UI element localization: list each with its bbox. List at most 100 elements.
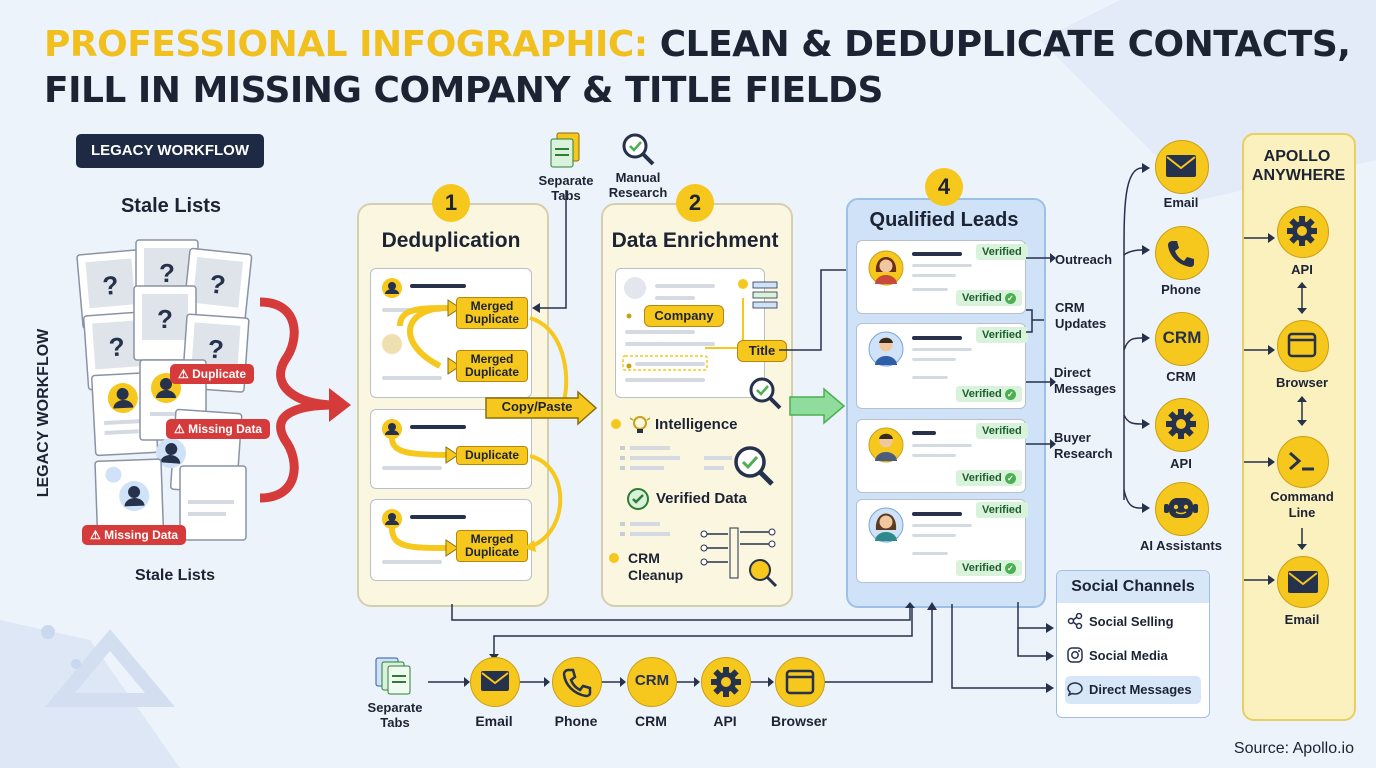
verified-badge-2b: Verified ✓ <box>956 386 1022 402</box>
apollo-browser-circle[interactable] <box>1277 320 1329 372</box>
bottom-browser-circle[interactable] <box>775 657 825 707</box>
title-highlight: PROFESSIONAL INFOGRAPHIC: <box>44 24 648 65</box>
ai-assistant-icon <box>1164 498 1198 518</box>
duplicate-tag: ⚠ Duplicate <box>170 364 255 384</box>
gear-icon <box>1287 216 1317 246</box>
bottom-crm-label: CRM <box>635 713 667 729</box>
svg-text:?: ? <box>101 270 119 301</box>
bottom-flow-connectors <box>428 602 937 687</box>
separate-tabs-icon <box>550 132 580 168</box>
crm-cleanup-dot <box>609 553 619 563</box>
copy-paste-arrow <box>485 390 598 426</box>
channel-phone-label: Phone <box>1161 282 1201 297</box>
verify-search-icon <box>749 377 782 410</box>
intelligence-data-lines <box>620 446 732 470</box>
svg-text:?: ? <box>157 304 173 334</box>
gear-icon <box>1166 409 1196 439</box>
chat-bubble-icon <box>1067 682 1083 697</box>
channel-crm-circle[interactable] <box>1155 312 1209 366</box>
step-1-number: 1 <box>432 184 470 222</box>
social-channels-box: Social Channels Social Selling Social Me… <box>1056 570 1210 718</box>
crm-cleanup-label: CRM Cleanup <box>628 550 684 583</box>
verified-badge-3a: Verified <box>976 423 1028 439</box>
legacy-vertical-label: LEGACY WORKFLOW <box>35 328 52 498</box>
merged-duplicate-pill-3: Merged Duplicate <box>456 530 528 562</box>
title-line1-rest: CLEAN & DEDUPLICATE CONTACTS, <box>659 24 1351 65</box>
verified-badge-4b-text: Verified <box>962 562 1002 574</box>
apollo-email-label: Email <box>1284 612 1320 627</box>
svg-text:?: ? <box>159 258 175 288</box>
verified-data-lines <box>620 522 670 536</box>
social-selling-item[interactable]: Social Selling <box>1065 608 1201 636</box>
red-merge-arrow <box>259 297 351 503</box>
flow-crm-updates-text: CRM Updates <box>1055 300 1107 331</box>
missing-data-tag-2: ⚠ Missing Data <box>82 525 187 545</box>
verified-badge-1b-text: Verified <box>962 292 1002 304</box>
deduplication-title: Deduplication <box>381 229 521 252</box>
direct-messages-item[interactable]: Direct Messages <box>1065 676 1201 704</box>
bottom-crm-circle[interactable] <box>627 657 677 707</box>
verified-badge-3b-text: Verified <box>962 472 1002 484</box>
flow-buyer-research-text: Buyer Research <box>1054 430 1113 461</box>
email-icon <box>1288 571 1318 593</box>
check-icon: ✓ <box>1004 389 1016 400</box>
manual-research-icon <box>622 133 655 166</box>
enrichment-search-icon <box>734 446 774 486</box>
qualified-leads-title: Qualified Leads <box>869 209 1019 231</box>
svg-text:?: ? <box>207 334 225 365</box>
legacy-workflow-badge: LEGACY WORKFLOW <box>76 134 264 168</box>
crm-icon: CRM <box>1162 328 1202 347</box>
separate-tabs-bottom-label: Separate Tabs <box>358 700 432 730</box>
share-icon <box>1067 612 1083 630</box>
copy-paste-label: Copy/Paste <box>501 399 573 414</box>
terminal-icon <box>1289 451 1314 471</box>
channel-phone-circle[interactable] <box>1155 226 1209 280</box>
phone-icon <box>1168 241 1194 267</box>
missing-data-tag-1: ⚠ Missing Data <box>166 419 271 439</box>
separate-tabs-bottom-text: Separate Tabs <box>367 700 423 730</box>
apollo-command-line-circle[interactable] <box>1277 436 1329 488</box>
missing-data-tag-1-text: Missing Data <box>188 422 263 436</box>
social-selling-text: Social Selling <box>1089 614 1174 629</box>
bottom-email-label: Email <box>475 713 513 729</box>
check-icon: ✓ <box>1004 563 1016 574</box>
verified-badge-4b: Verified ✓ <box>956 560 1022 576</box>
verified-badge-1b: Verified ✓ <box>956 290 1022 306</box>
channel-email-label: Email <box>1163 195 1199 210</box>
apollo-command-line-text: Command Line <box>1270 489 1334 520</box>
verified-badge-2a: Verified <box>976 327 1028 343</box>
step-2-number: 2 <box>676 184 714 222</box>
social-media-text: Social Media <box>1089 648 1168 663</box>
step-4-number: 4 <box>925 168 963 206</box>
flow-crm-updates: CRM Updates <box>1055 300 1115 332</box>
verified-badge-2b-text: Verified <box>962 388 1002 400</box>
flow-outreach: Outreach <box>1055 252 1113 267</box>
duplicate-tag-text: Duplicate <box>192 367 247 381</box>
check-icon: ✓ <box>1004 293 1016 304</box>
bottom-browser-label: Browser <box>770 713 828 729</box>
apollo-connectors <box>1244 233 1307 585</box>
intelligence-label: Intelligence <box>655 416 738 433</box>
verified-badge-4a: Verified <box>976 502 1028 518</box>
channel-connectors <box>1017 163 1150 661</box>
email-icon <box>1166 155 1196 177</box>
intelligence-bulb-icon <box>611 416 651 433</box>
title-connector <box>779 265 857 351</box>
crm-icon: CRM <box>634 672 670 689</box>
bottom-api-label: API <box>713 713 737 729</box>
channel-api-label: API <box>1170 456 1192 471</box>
apollo-command-line-label: Command Line <box>1262 489 1342 521</box>
social-media-item[interactable]: Social Media <box>1065 642 1201 670</box>
direct-messages-text: Direct Messages <box>1089 682 1192 697</box>
bottom-phone-circle[interactable] <box>552 657 602 707</box>
merged-duplicate-pill-1: Merged Duplicate <box>456 297 528 329</box>
copy-paste-connector <box>524 190 569 552</box>
verified-badge-1a: Verified <box>976 244 1028 260</box>
social-feed-connector <box>951 604 1054 693</box>
source-credit: Source: Apollo.io <box>1233 740 1354 757</box>
browser-icon <box>1287 332 1317 358</box>
check-icon: ✓ <box>1004 473 1016 484</box>
data-enrichment-title: Data Enrichment <box>611 229 779 252</box>
verified-check-icon <box>627 488 649 510</box>
